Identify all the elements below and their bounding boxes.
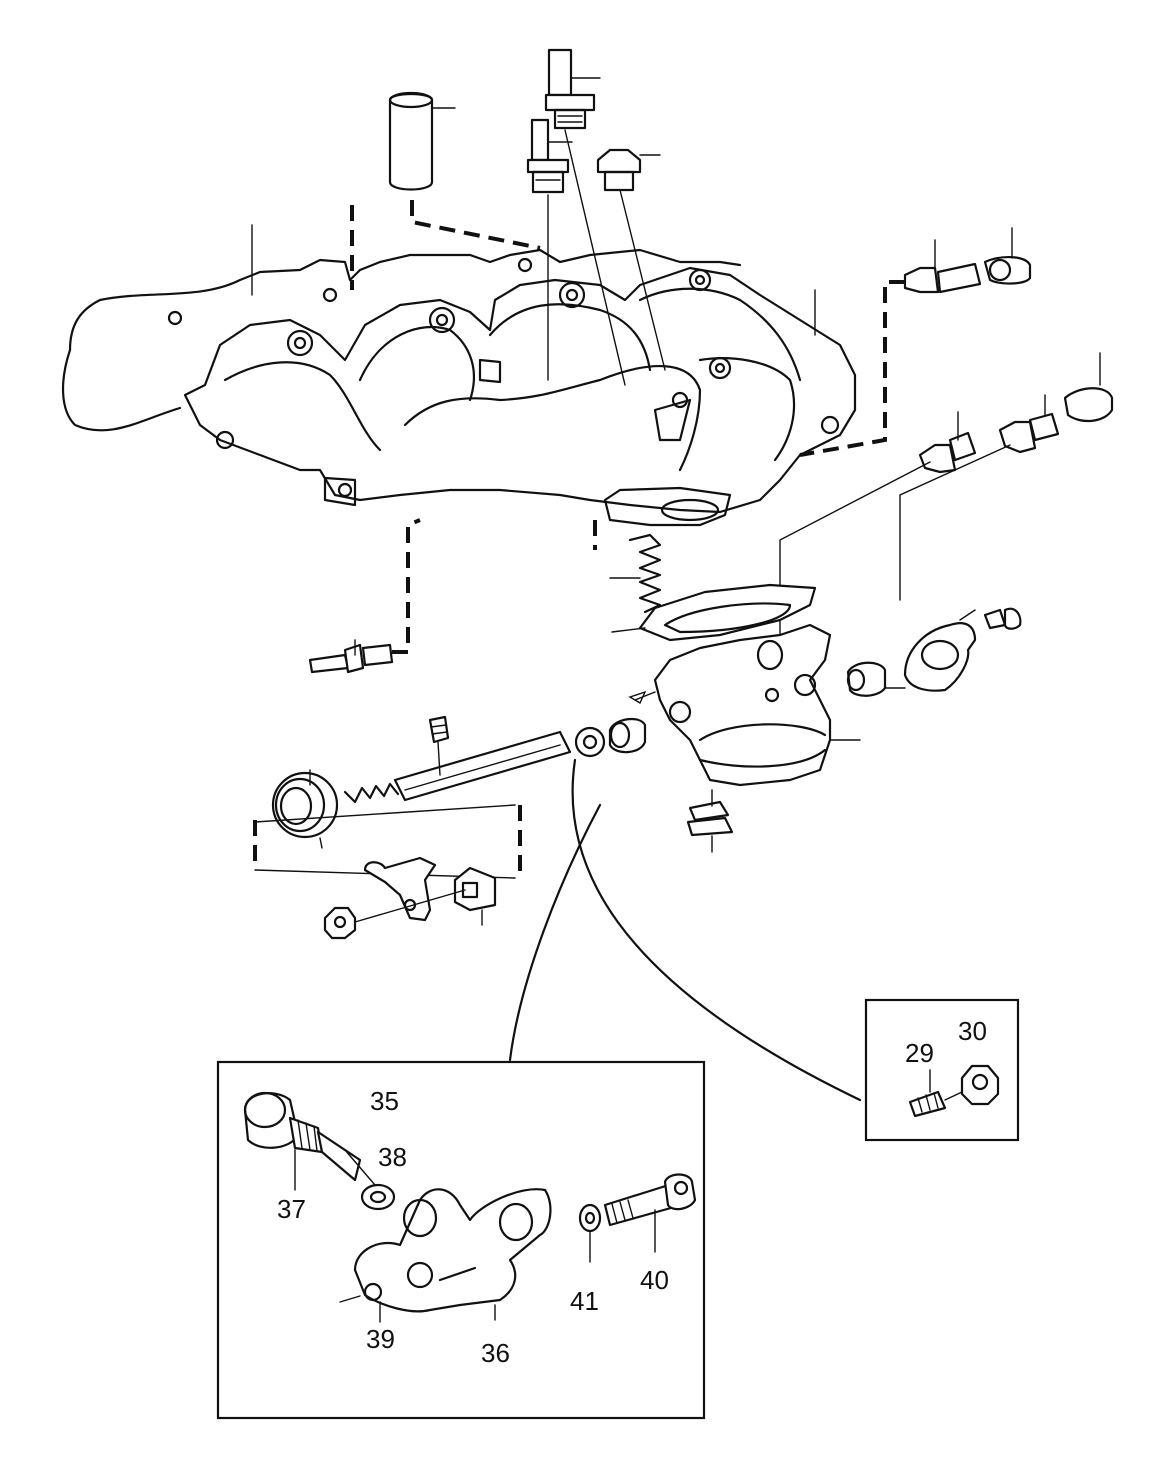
plug-hex (596, 148, 661, 192)
manifold-gasket (62, 248, 742, 432)
stud-left (308, 639, 394, 674)
cover-screw (983, 607, 1022, 630)
bush-right (846, 661, 906, 697)
callout-30: 30 (958, 1016, 987, 1046)
fitting-dashed-line (799, 280, 905, 457)
callout-41: 41 (570, 1286, 599, 1316)
part-29-screw (908, 1069, 947, 1118)
callout-36: 36 (481, 1338, 510, 1368)
cam-plate (453, 866, 497, 926)
leader-to-detail-35 (508, 803, 602, 1062)
part-41-washer (578, 1203, 602, 1263)
spacer-dashed-line (410, 200, 541, 250)
part-37-adjust-screw (243, 1091, 376, 1191)
shaft-spring (343, 782, 400, 804)
stud-left-dashed (392, 518, 421, 654)
callout-35: 35 (370, 1086, 399, 1116)
throttle-shaft (393, 715, 572, 802)
intake-manifold (183, 266, 857, 527)
callout-40: 40 (640, 1265, 669, 1295)
flange-gasket (611, 583, 817, 642)
fitting-mid-right (918, 352, 1114, 474)
lever-nut (323, 906, 357, 940)
retaining-clips (686, 789, 734, 853)
callout-29: 29 (905, 1038, 934, 1068)
spacer-sleeve (388, 91, 456, 191)
callout-38: 38 (378, 1142, 407, 1172)
throttle-lever (363, 856, 437, 922)
stud-large (544, 48, 601, 130)
end-cover (903, 609, 977, 692)
part-40-bolt (603, 1173, 697, 1253)
callout-37: 37 (277, 1194, 306, 1224)
callout-39: 39 (366, 1324, 395, 1354)
part-30-nut (944, 1064, 1000, 1106)
throttle-body (653, 623, 861, 787)
part-36-housing (339, 1188, 552, 1323)
spring-upper (609, 533, 662, 614)
seal-ring (574, 726, 606, 758)
detail-box-29-30 (864, 998, 1020, 1142)
part-38-washer (360, 1183, 396, 1211)
bush-left (608, 717, 647, 754)
return-spring (271, 769, 339, 849)
leader-to-detail-29 (571, 758, 862, 1102)
fitting-upper-right (903, 227, 1032, 294)
